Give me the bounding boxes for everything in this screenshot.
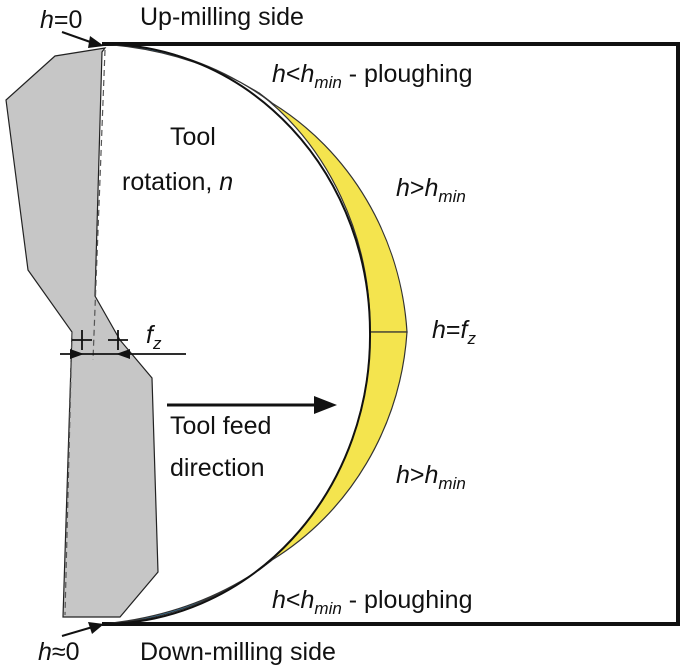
fz-arrowhead-right xyxy=(116,349,130,359)
workpiece-outline xyxy=(102,42,680,626)
down-milling-label: Down-milling side xyxy=(140,638,336,666)
feed-direction-line2: direction xyxy=(170,454,265,482)
cutting-zone-upper xyxy=(258,92,408,333)
bottom-h-arrowhead xyxy=(88,622,104,634)
top-h-label: h=0 xyxy=(40,6,82,34)
up-milling-label: Up-milling side xyxy=(140,3,304,31)
fz-arrowhead-left xyxy=(70,349,84,359)
fz-markers xyxy=(72,330,128,350)
upper-h-greater-label: h>hmin xyxy=(396,174,466,206)
bottom-h-label: h≈0 xyxy=(38,638,80,666)
lower-h-greater-label: h>hmin xyxy=(396,461,466,493)
bottom-ploughing-label: h<hmin - ploughing xyxy=(272,586,472,618)
tool-dashed-edge xyxy=(64,49,106,616)
tool-rotation-line2: rotation, n xyxy=(122,168,233,196)
tool-rotation-line1: Tool xyxy=(170,123,216,151)
feed-arrowhead xyxy=(314,396,337,414)
feed-direction-line1: Tool feed xyxy=(170,412,271,440)
fz-label: fz xyxy=(146,321,162,353)
top-h-arrowhead xyxy=(88,36,104,48)
ploughing-zone-upper xyxy=(101,43,273,104)
tool-path-arc xyxy=(101,43,372,625)
cutting-zone-lower xyxy=(258,331,408,571)
top-ploughing-label: h<hmin - ploughing xyxy=(272,60,472,92)
mid-h-fz-label: h=fz xyxy=(432,316,476,348)
